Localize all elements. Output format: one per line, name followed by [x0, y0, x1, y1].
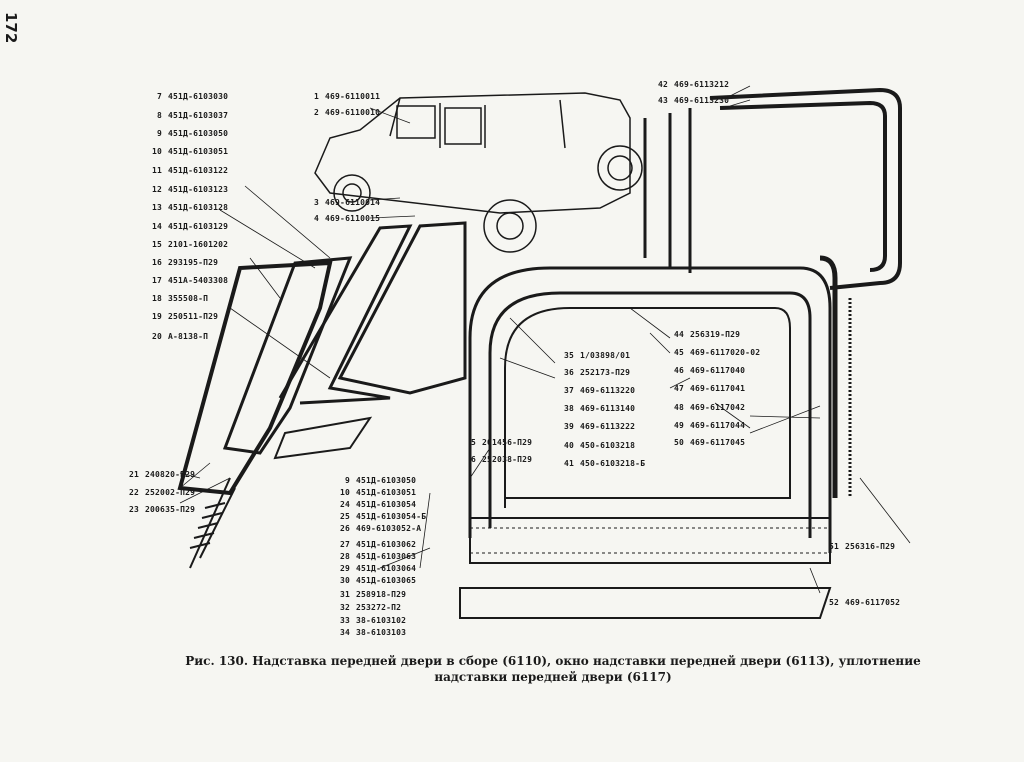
page-number: 172	[2, 12, 20, 44]
door-frame	[459, 266, 832, 619]
seal-strip	[819, 255, 838, 498]
figure-caption: Рис. 130. Надставка передней двери в сбо…	[185, 654, 921, 684]
window-frames	[177, 221, 467, 496]
spring-assembly	[189, 477, 236, 569]
leader-lines	[179, 85, 911, 594]
exploded-view-drawing	[177, 85, 911, 619]
rear-window-frame	[643, 87, 902, 290]
